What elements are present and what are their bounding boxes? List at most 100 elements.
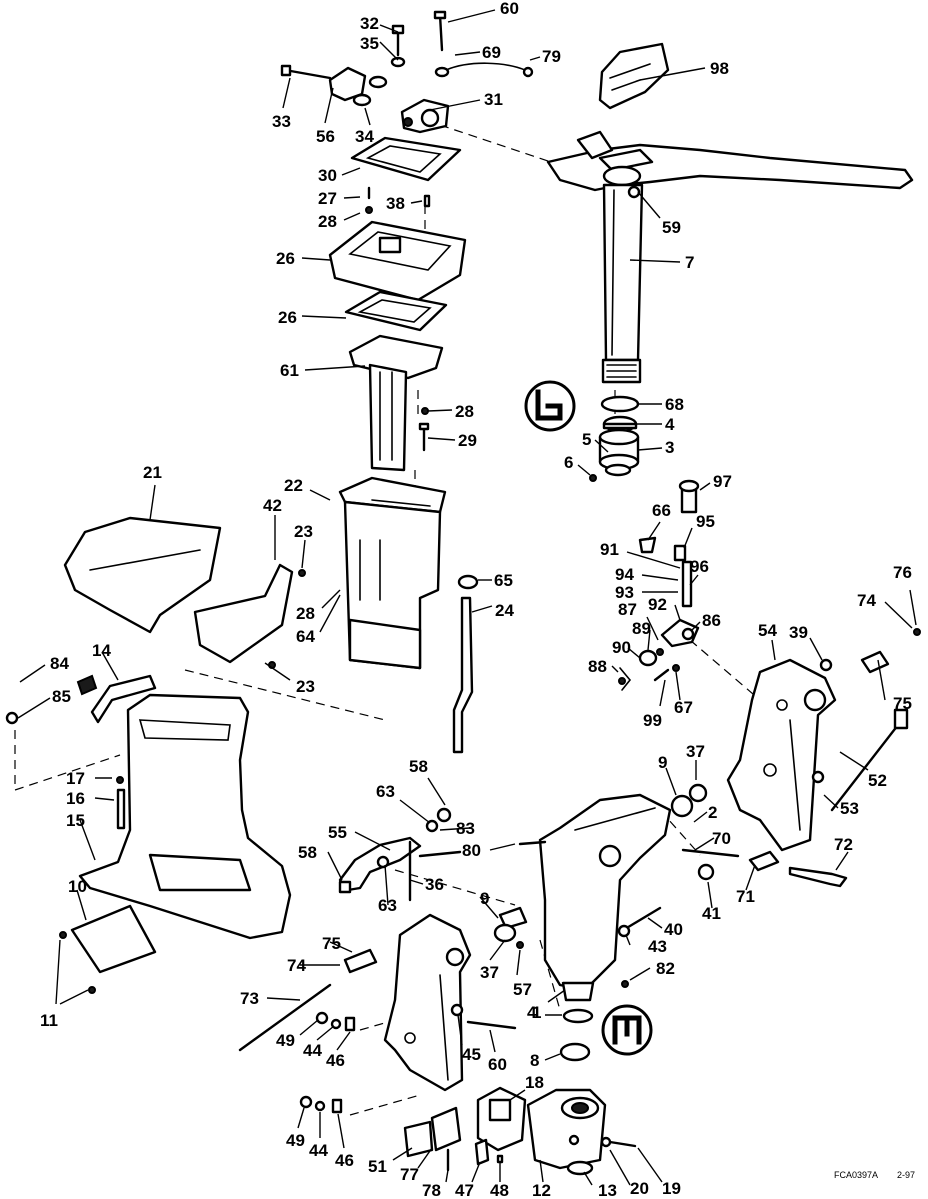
callout-27: 27 (318, 189, 337, 208)
callout-28: 28 (296, 604, 315, 623)
swivel-bracket-1 (518, 783, 848, 1062)
callout-21: 21 (143, 463, 162, 482)
callout-69: 69 (482, 43, 501, 62)
tilt-lever-55 (338, 807, 462, 902)
callout-70: 70 (712, 829, 731, 848)
callout-80: 80 (462, 841, 481, 860)
callout-16: 16 (66, 789, 85, 808)
callout-87: 87 (618, 600, 637, 619)
callout-79: 79 (542, 47, 561, 66)
callout-73: 73 (240, 989, 259, 1008)
callout-58: 58 (409, 757, 428, 776)
callout-96: 96 (690, 557, 709, 576)
callout-12: 12 (532, 1181, 551, 1199)
callout-45: 45 (462, 1045, 481, 1064)
callout-36: 36 (425, 875, 444, 894)
callout-55: 55 (328, 823, 347, 842)
callout-99: 99 (643, 711, 662, 730)
callout-31: 31 (484, 90, 503, 109)
callout-44: 44 (309, 1141, 328, 1160)
callout-86: 86 (702, 611, 721, 630)
callout-64: 64 (296, 627, 315, 646)
callout-18: 18 (525, 1073, 544, 1092)
callout-92: 92 (648, 595, 667, 614)
callout-85: 85 (52, 687, 71, 706)
callout-91: 91 (600, 540, 619, 559)
callout-52: 52 (868, 771, 887, 790)
callout-90: 90 (612, 638, 631, 657)
callout-49: 49 (286, 1131, 305, 1150)
callout-60: 60 (500, 0, 519, 18)
callout-38: 38 (386, 194, 405, 213)
drive-shaft-housing-15 (5, 674, 292, 994)
callout-26: 26 (276, 249, 295, 268)
callout-8: 8 (530, 1051, 539, 1070)
callout-48: 48 (490, 1181, 509, 1199)
leader-lines (17, 9, 917, 1186)
callout-60: 60 (488, 1055, 507, 1074)
callout-labels: 32 35 60 69 79 98 33 56 34 31 30 27 38 2… (40, 0, 912, 1199)
stern-bracket-left-36 (238, 906, 528, 1114)
callout-35: 35 (360, 34, 379, 53)
callout-29: 29 (458, 431, 477, 450)
callout-88: 88 (588, 657, 607, 676)
callout-43: 43 (648, 937, 667, 956)
callout-9: 9 (658, 753, 667, 772)
callout-40: 40 (664, 920, 683, 939)
callout-39: 39 (789, 623, 808, 642)
callout-57: 57 (513, 980, 532, 999)
callout-68: 68 (665, 395, 684, 414)
stern-bracket-right-54 (726, 628, 921, 852)
lower-lubricant-symbol (601, 1004, 653, 1056)
callout-7: 7 (685, 253, 694, 272)
callout-4: 4 (665, 415, 675, 434)
figure-code: FCA0397A (834, 1170, 878, 1180)
bushings-stack (589, 395, 640, 482)
callout-37: 37 (480, 963, 499, 982)
callout-42: 42 (263, 496, 282, 515)
callout-93: 93 (615, 583, 634, 602)
callout-78: 78 (422, 1181, 441, 1199)
callout-41: 41 (702, 904, 721, 923)
callout-71: 71 (736, 887, 755, 906)
callout-24: 24 (495, 601, 514, 620)
callout-75: 75 (893, 694, 912, 713)
callout-47: 47 (455, 1181, 474, 1199)
steering-arm-assembly (546, 130, 914, 384)
callout-26: 26 (278, 308, 297, 327)
callout-23: 23 (296, 677, 315, 696)
callout-66: 66 (652, 501, 671, 520)
callout-14: 14 (92, 641, 111, 660)
callout-19: 19 (662, 1179, 681, 1198)
callout-76: 76 (893, 563, 912, 582)
shroud-21-42 (63, 516, 306, 669)
callout-65: 65 (494, 571, 513, 590)
callout-46: 46 (326, 1051, 345, 1070)
callout-13: 13 (598, 1181, 617, 1199)
callout-98: 98 (710, 59, 729, 78)
callout-59: 59 (662, 218, 681, 237)
callout-30: 30 (318, 166, 337, 185)
callout-34: 34 (355, 127, 374, 146)
callout-95: 95 (696, 512, 715, 531)
callout-33: 33 (272, 112, 291, 131)
callout-22: 22 (284, 476, 303, 495)
callout-9: 9 (480, 889, 489, 908)
callout-2: 2 (708, 803, 717, 822)
callout-44: 44 (303, 1041, 322, 1060)
callout-3: 3 (665, 438, 674, 457)
rear-cover-98 (598, 42, 670, 110)
callout-28: 28 (318, 212, 337, 231)
callout-61: 61 (280, 361, 299, 380)
callout-74: 74 (857, 591, 876, 610)
callout-94: 94 (615, 565, 634, 584)
callout-53: 53 (840, 799, 859, 818)
callout-51: 51 (368, 1157, 387, 1176)
callout-11: 11 (40, 1011, 58, 1030)
water-tube-24 (452, 574, 479, 754)
callout-4: 4 (527, 1003, 537, 1022)
page-reference: 2-97 (897, 1170, 915, 1180)
callout-63: 63 (378, 896, 397, 915)
callout-49: 49 (276, 1031, 295, 1050)
